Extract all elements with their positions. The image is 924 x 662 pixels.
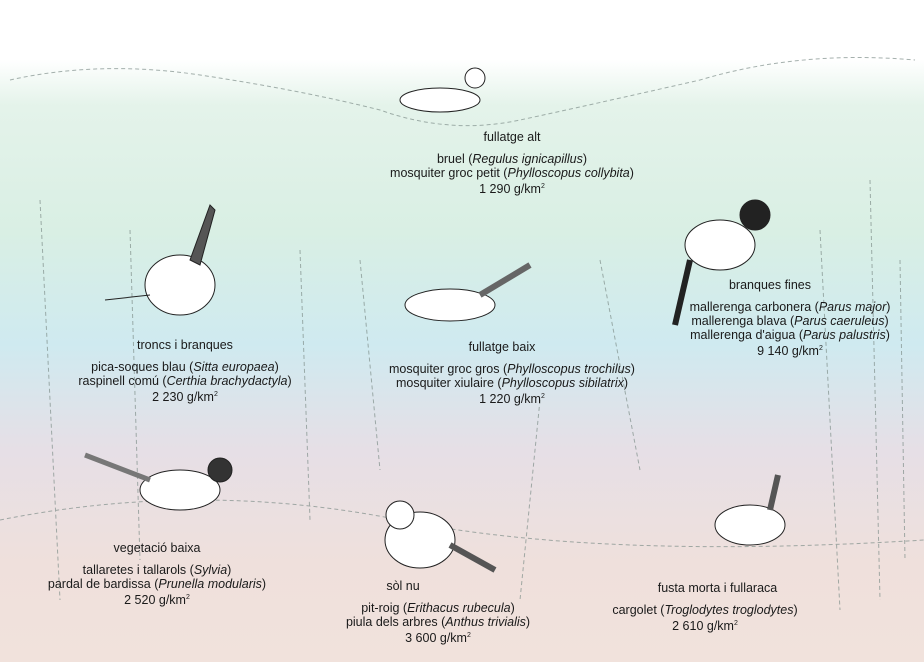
- habitat-label: sòl nu: [386, 579, 420, 593]
- label-trunks-branches: troncs i branques pica-soques blau (Sitt…: [78, 338, 291, 404]
- bird-wren: [714, 474, 786, 546]
- habitat-label: fusta morta i fullaraca: [657, 581, 778, 595]
- species-line: cargolet (Troglodytes troglodytes): [612, 603, 798, 617]
- species-line: mosquiter groc gros (Phylloscopus trochi…: [389, 362, 635, 376]
- label-low-vegetation: vegetació baixa tallaretes i tallarols (…: [48, 541, 266, 607]
- species-line: tallaretes i tallarols (Sylvia): [82, 563, 232, 577]
- species-line: pit-roig (Erithacus rubecula): [361, 601, 515, 615]
- bird-warbler: [404, 262, 532, 322]
- density: 1 290 g/km2: [479, 182, 545, 197]
- density: 9 140 g/km2: [757, 344, 823, 359]
- habitat-label: fullatge alt: [483, 130, 541, 144]
- density: 2 520 g/km2: [124, 593, 190, 608]
- species-line: piula dels arbres (Anthus trivialis): [345, 615, 531, 629]
- species-line: mosquiter groc petit (Phylloscopus colly…: [390, 166, 634, 180]
- habitat-label: fullatge baix: [468, 340, 536, 354]
- bird-nuthatch: [104, 204, 216, 316]
- habitat-label: branques fines: [728, 278, 811, 292]
- species-line: mosquiter xiulaire (Phylloscopus sibilat…: [395, 376, 629, 390]
- label-high-foliage: fullatge alt bruel (Regulus ignicapillus…: [390, 130, 634, 196]
- density: 1 220 g/km2: [479, 392, 545, 407]
- habitat-label: troncs i branques: [137, 338, 233, 352]
- species-line: pica-soques blau (Sitta europaea): [91, 360, 279, 374]
- species-line: raspinell comú (Certhia brachydactyla): [78, 374, 292, 388]
- habitat-label: vegetació baixa: [113, 541, 201, 555]
- bird-robin: [384, 500, 497, 573]
- density: 3 600 g/km2: [405, 631, 471, 646]
- species-line: mallerenga d'aigua (Parus palustris): [690, 328, 890, 342]
- density: 2 610 g/km2: [672, 619, 738, 634]
- species-line: pardal de bardissa (Prunella modularis): [47, 577, 267, 591]
- label-dead-wood-litter: fusta morta i fullaraca cargolet (Troglo…: [612, 581, 797, 633]
- label-low-foliage: fullatge baix mosquiter groc gros (Phyll…: [389, 340, 635, 406]
- species-line: mallerenga blava (Parus caeruleus): [691, 314, 889, 328]
- density: 2 230 g/km2: [152, 390, 218, 405]
- label-bare-ground: sòl nu pit-roig (Erithacus rubecula) piu…: [346, 579, 530, 645]
- bird-sylvia: [84, 452, 233, 511]
- label-thin-branches: branques fines mallerenga carbonera (Par…: [690, 278, 891, 358]
- bird-great-tit: [672, 199, 771, 326]
- species-line: mallerenga carbonera (Parus major): [689, 300, 891, 314]
- bird-goldcrest: [399, 67, 486, 113]
- species-line: bruel (Regulus ignicapillus): [436, 152, 588, 166]
